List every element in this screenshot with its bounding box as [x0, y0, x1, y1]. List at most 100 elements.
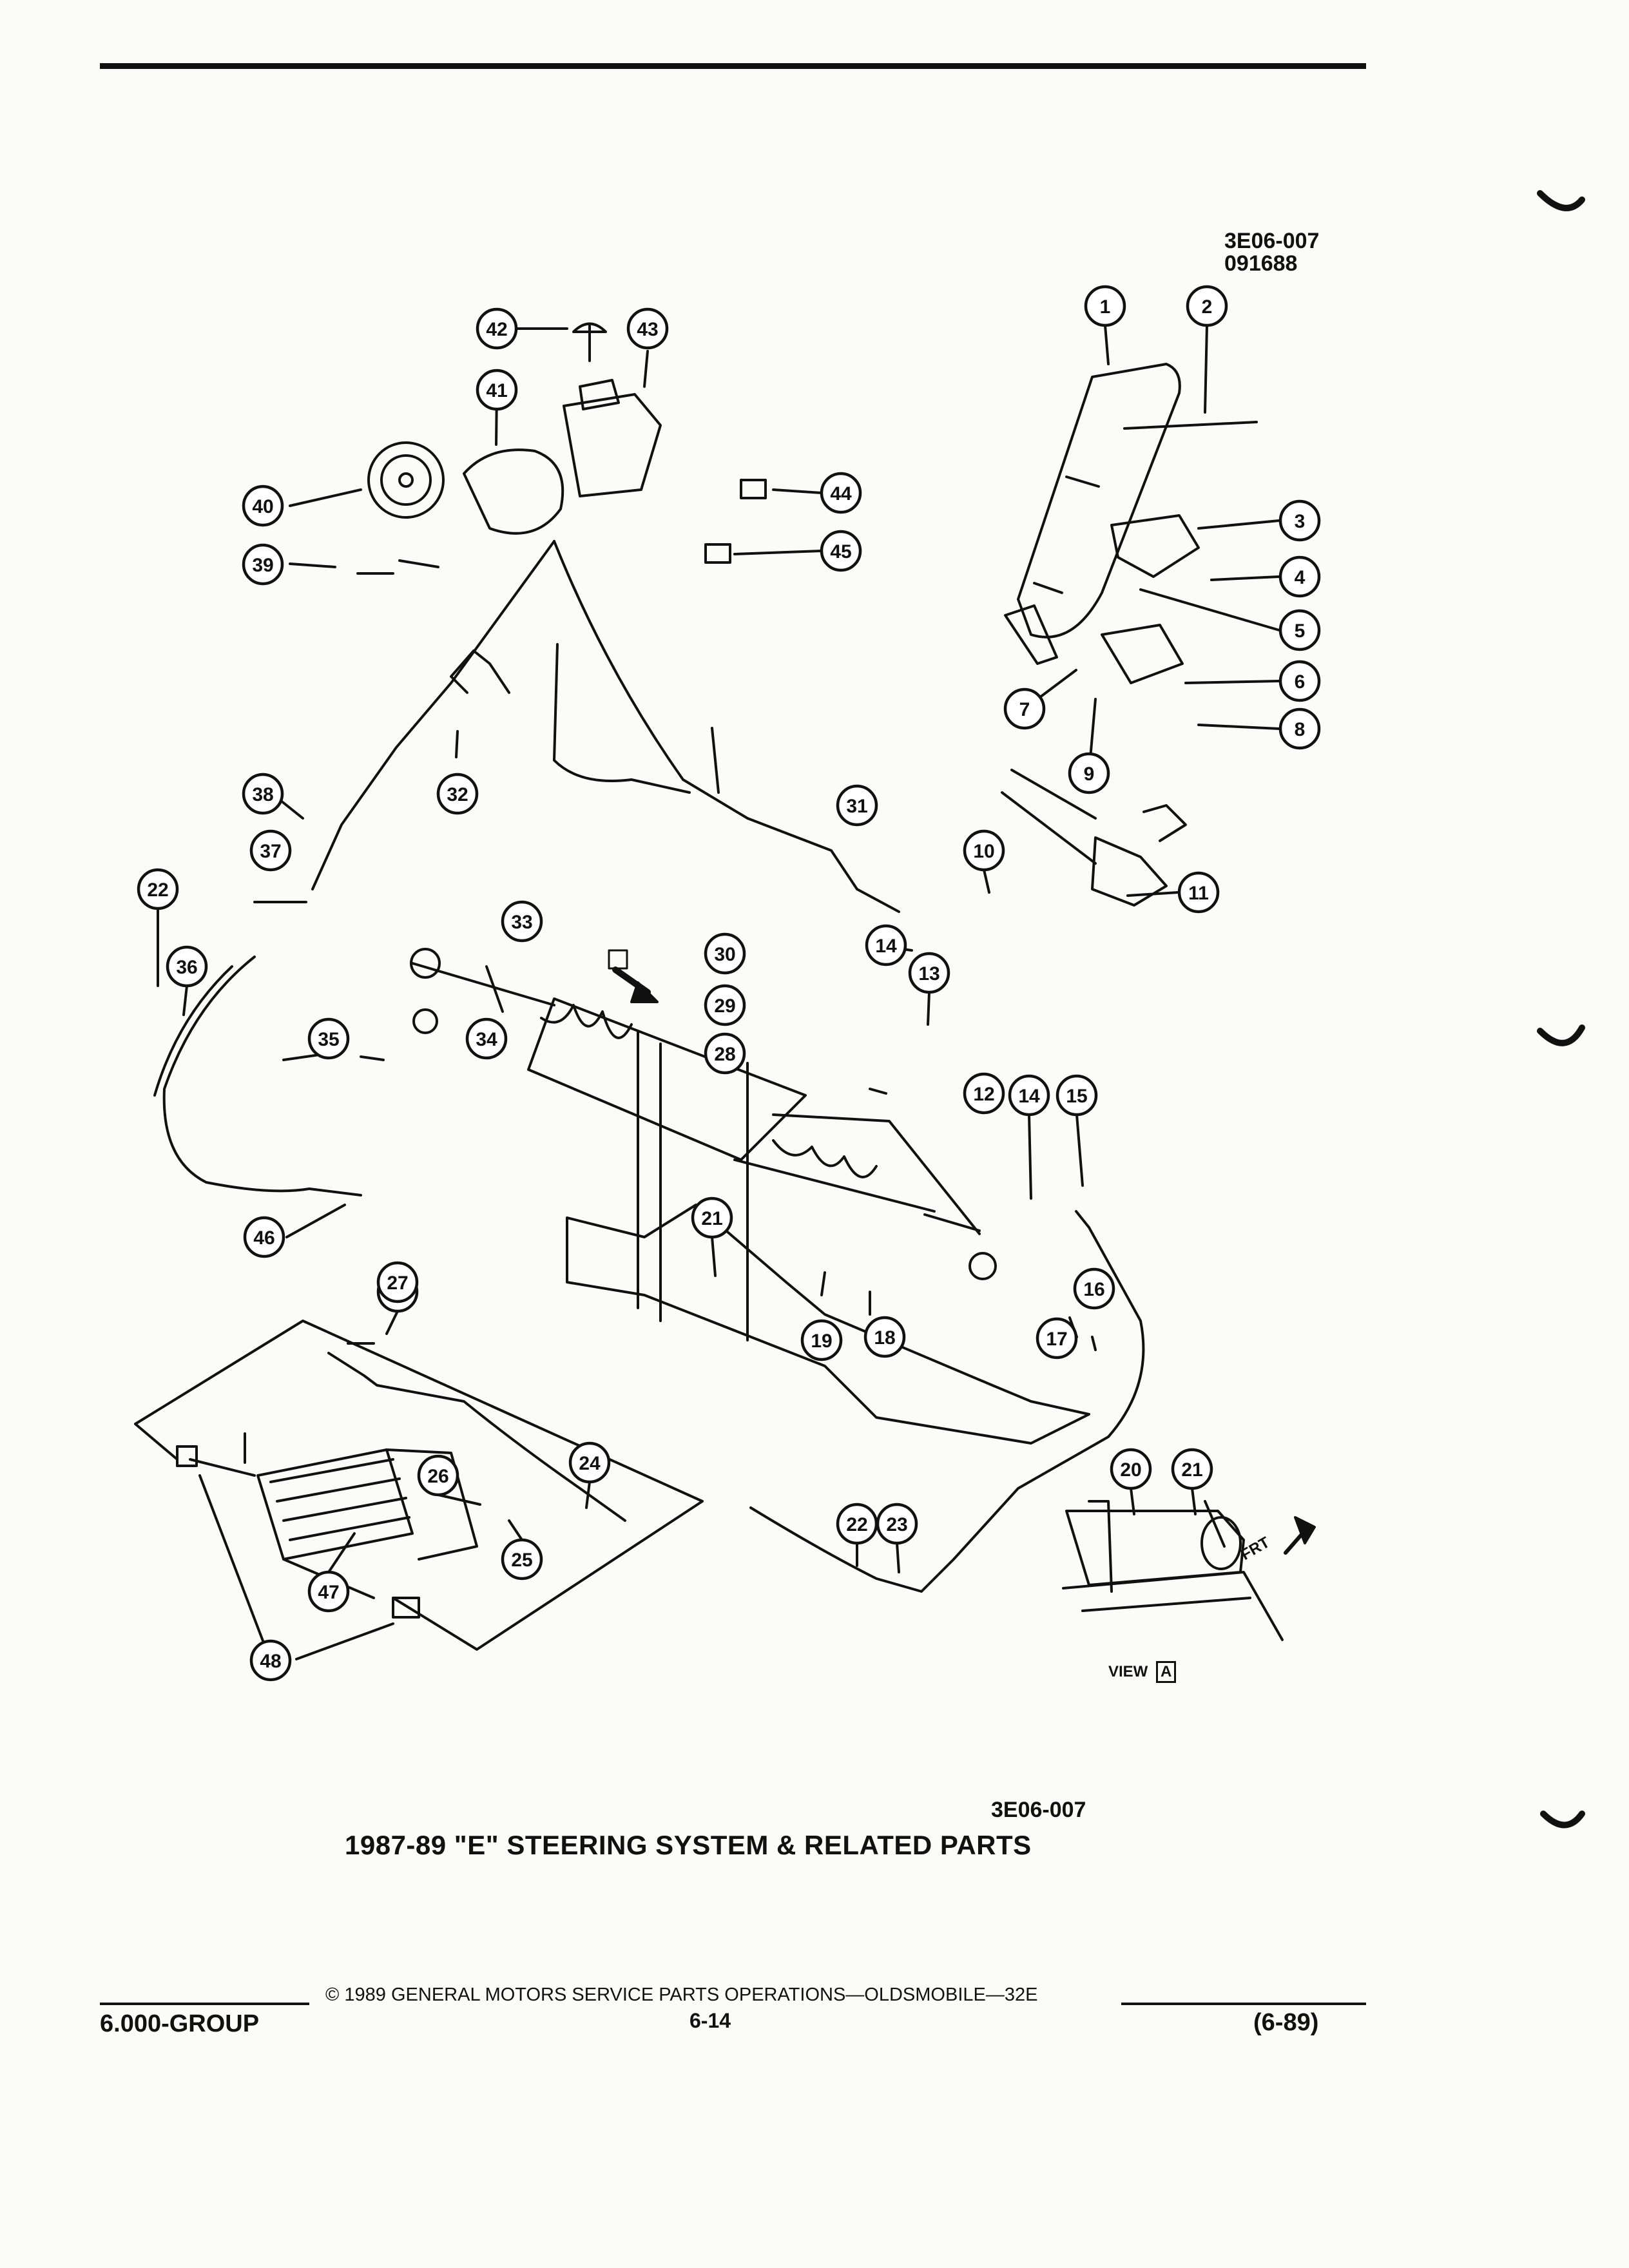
callout-number: 6 [1295, 671, 1306, 693]
callout-circle [820, 472, 862, 514]
callout-circle [242, 485, 284, 527]
callout-44: 44 [820, 472, 862, 514]
callout-4: 4 [1278, 555, 1321, 598]
callout-30: 30 [704, 932, 746, 975]
callout-number: 14 [1018, 1086, 1040, 1107]
callout-number: 37 [260, 841, 281, 862]
callout-number: 10 [973, 841, 994, 862]
callout-17: 17 [1036, 1317, 1078, 1360]
header-rule [100, 63, 1366, 69]
callout-number: 21 [1181, 1459, 1202, 1481]
callout-number: 22 [147, 879, 168, 901]
callout-circle [1278, 707, 1321, 750]
callout-12: 12 [963, 1072, 1005, 1115]
callout-circle [704, 984, 746, 1026]
callout-number: 30 [714, 944, 735, 965]
callout-circle [626, 307, 669, 350]
callout-37: 37 [249, 829, 292, 872]
callout-11: 11 [1177, 871, 1220, 914]
callout-number: 25 [511, 1550, 532, 1571]
callout-15: 15 [1055, 1074, 1098, 1117]
callout-number: 43 [637, 319, 658, 340]
callout-21: 21 [691, 1196, 733, 1239]
callout-48: 48 [249, 1639, 292, 1682]
callout-circle [436, 773, 479, 815]
callout-circle [1110, 1448, 1152, 1490]
callout-22: 22 [836, 1503, 878, 1545]
callout-22: 22 [137, 868, 179, 910]
callout-circle [465, 1017, 508, 1060]
callout-circle [836, 784, 878, 827]
callout-38: 38 [242, 773, 284, 815]
callout-14: 14 [1008, 1074, 1050, 1117]
callout-26: 26 [417, 1454, 459, 1497]
callout-circle [1084, 285, 1126, 327]
callout-circle [704, 1032, 746, 1075]
callout-10: 10 [963, 829, 1005, 872]
callout-number: 3 [1295, 511, 1306, 532]
callout-number: 17 [1046, 1329, 1067, 1350]
callout-39: 39 [242, 543, 284, 586]
callout-9: 9 [1068, 752, 1110, 794]
callout-number: 13 [918, 963, 940, 985]
callout-number: 33 [511, 912, 532, 933]
callout-1: 1 [1084, 285, 1126, 327]
callout-14: 14 [865, 924, 907, 966]
callout-47: 47 [307, 1570, 350, 1613]
callout-8: 8 [1278, 707, 1321, 750]
callout-number: 46 [253, 1227, 275, 1249]
callout-2: 2 [1186, 285, 1228, 327]
callout-circle [376, 1261, 419, 1303]
callout-circle [242, 543, 284, 586]
callout-number: 20 [1120, 1459, 1141, 1481]
callout-24: 24 [568, 1441, 611, 1484]
callout-circle [963, 829, 1005, 872]
callout-number: 38 [252, 784, 273, 805]
callout-number: 22 [846, 1514, 867, 1535]
callout-circle [242, 773, 284, 815]
callout-31: 31 [836, 784, 878, 827]
callout-number: 7 [1019, 699, 1030, 720]
callout-25: 25 [501, 1538, 543, 1581]
callout-16: 16 [1073, 1267, 1115, 1310]
callout-number: 21 [701, 1208, 722, 1229]
callout-circle [1278, 609, 1321, 651]
callout-circle [501, 1538, 543, 1581]
illustration-code-top: 3E06-007 [1224, 229, 1320, 253]
callout-number: 48 [260, 1651, 281, 1672]
callout-number: 36 [176, 957, 197, 978]
callout-circle [249, 1639, 292, 1682]
callout-18: 18 [863, 1316, 906, 1358]
callout-circle [1177, 871, 1220, 914]
callout-circle [1036, 1317, 1078, 1360]
callout-34: 34 [465, 1017, 508, 1060]
callout-circle [476, 369, 518, 411]
callout-number: 4 [1295, 567, 1306, 588]
callout-circle [800, 1319, 843, 1361]
callout-46: 46 [243, 1216, 285, 1258]
callout-number: 1 [1100, 296, 1111, 318]
callout-20: 20 [1110, 1448, 1152, 1490]
callout-number: 23 [886, 1514, 907, 1535]
callout-number: 39 [252, 555, 273, 576]
footer-rule-right [1121, 2003, 1366, 2005]
callout-circle [137, 868, 179, 910]
callout-circle [417, 1454, 459, 1497]
callout-number: 24 [579, 1453, 601, 1474]
callout-43: 43 [626, 307, 669, 350]
footer-page-number: 6-14 [689, 2009, 731, 2032]
callout-number: 40 [252, 496, 273, 517]
callout-circle [1278, 555, 1321, 598]
callout-circle [820, 530, 862, 572]
callout-21: 21 [1171, 1448, 1213, 1490]
callout-7: 7 [1003, 687, 1046, 730]
callout-circle [876, 1503, 918, 1545]
callout-circle [704, 932, 746, 975]
callout-circle [501, 900, 543, 943]
callout-circle [307, 1570, 350, 1613]
callout-number: 18 [874, 1327, 895, 1349]
footer-copyright: © 1989 GENERAL MOTORS SERVICE PARTS OPER… [325, 1984, 1038, 2005]
callout-number: 41 [486, 380, 507, 401]
